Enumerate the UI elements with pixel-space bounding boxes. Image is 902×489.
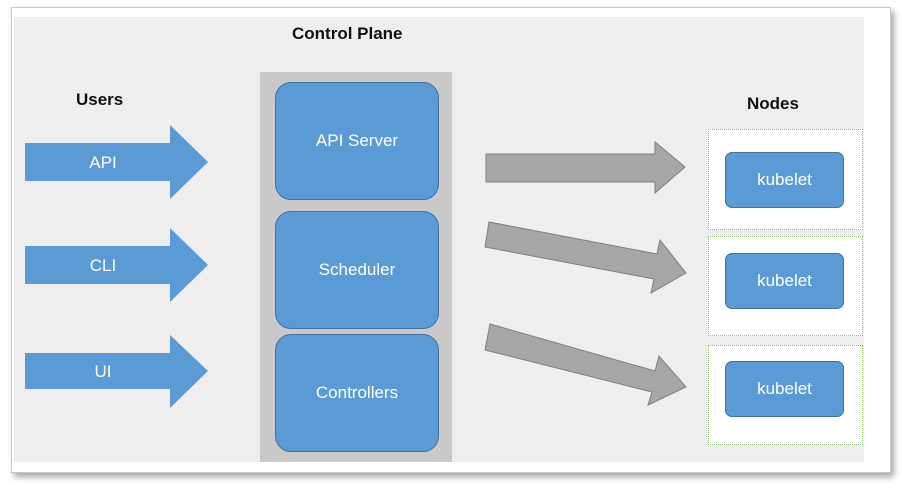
scheduler-box: Scheduler bbox=[275, 211, 439, 329]
control-plane-title: Control Plane bbox=[292, 24, 403, 43]
user-arrow-cli bbox=[25, 228, 208, 302]
connector-arrow-1 bbox=[485, 140, 686, 195]
user-label-ui: UI bbox=[94, 362, 112, 381]
users-heading: Users bbox=[76, 90, 124, 109]
kubelet-box-2: kubelet bbox=[725, 253, 844, 309]
kubelet-box-1: kubelet bbox=[725, 152, 844, 208]
api-server-box: API Server bbox=[275, 82, 439, 200]
user-label-api: API bbox=[89, 153, 117, 172]
connector-arrow-3 bbox=[484, 323, 687, 406]
user-label-cli: CLI bbox=[89, 256, 117, 275]
nodes-heading: Nodes bbox=[747, 94, 799, 113]
connector-arrow-2 bbox=[484, 221, 687, 294]
user-arrow-ui bbox=[25, 335, 208, 408]
kubelet-box-3: kubelet bbox=[725, 361, 844, 417]
controllers-box: Controllers bbox=[275, 334, 439, 452]
user-arrow-api bbox=[25, 125, 208, 199]
